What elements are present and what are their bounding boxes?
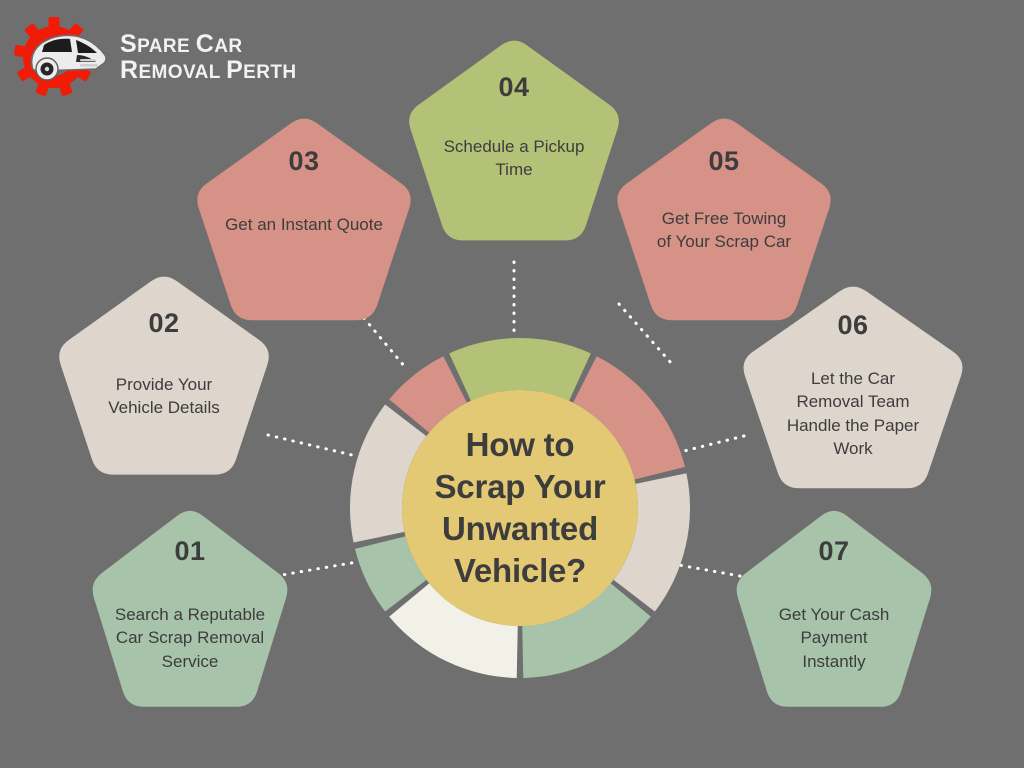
- brand-line-1-rest2: AR: [214, 36, 243, 57]
- pentagon-shape-02: [59, 276, 269, 475]
- step-pentagon-05[interactable]: 05 Get Free Towing of Your Scrap Car: [608, 114, 840, 342]
- pentagon-shape-06: [743, 286, 963, 489]
- brand-line-1-cap: S: [120, 30, 138, 58]
- step-text-05: Get Free Towing of Your Scrap Car: [656, 209, 792, 252]
- connector-dotted-02: [266, 433, 354, 457]
- brand-line-1-rest: PARE: [137, 36, 196, 57]
- pentagon-path-04: [409, 40, 619, 241]
- step-text-01: Search a Reputable Car Scrap Removal Ser…: [114, 605, 266, 671]
- pentagon-shape-04: [409, 40, 619, 241]
- gear-car-logo-icon: [14, 17, 107, 96]
- step-pentagon-04[interactable]: 04 Schedule a Pickup Time: [400, 36, 628, 262]
- step-number-05: 05: [708, 146, 740, 176]
- pentagon-shape-07: [736, 510, 932, 707]
- brand-line-1: SPARE CAR: [120, 31, 296, 57]
- pentagon-path-01: [92, 510, 288, 707]
- center-donut-chart: [348, 336, 692, 680]
- step-pentagon-06[interactable]: 06 Let the Car Removal Team Handle the P…: [734, 282, 972, 510]
- seg-02: [350, 404, 427, 543]
- step-pentagon-07[interactable]: 07 Get Your Cash Payment Instantly: [728, 506, 940, 728]
- brand-line-2: REMOVAL PERTH: [120, 57, 296, 83]
- pentagon-path-03: [197, 118, 411, 321]
- step-number-04: 04: [498, 72, 530, 102]
- step-number-01: 01: [174, 536, 206, 566]
- step-number-06: 06: [837, 310, 869, 340]
- seg-05: [573, 356, 685, 480]
- pentagon-path-07: [736, 510, 932, 707]
- donut-svg: [350, 338, 690, 678]
- step-pentagon-02[interactable]: 02 Provide Your Vehicle Details: [50, 272, 278, 496]
- seg-03: [389, 356, 467, 433]
- step-text-06: Let the Car Removal Team Handle the Pape…: [786, 369, 920, 458]
- pentagon-path-05: [617, 118, 831, 321]
- brand-line-2-rest: EMOVAL: [138, 62, 227, 83]
- step-pentagon-03[interactable]: 03 Get an Instant Quote: [188, 114, 420, 342]
- brand-line-2-rest2: ERTH: [243, 62, 297, 83]
- pentagon-shape-01: [92, 510, 288, 707]
- seg-01: [354, 536, 427, 612]
- brand-line-2-cap: R: [120, 56, 139, 84]
- pentagon-shape-05: [617, 118, 831, 321]
- pentagon-path-02: [59, 276, 269, 475]
- seg-bottom: [389, 583, 518, 678]
- step-number-02: 02: [148, 308, 180, 338]
- brand-line-1-cap2: C: [195, 30, 215, 58]
- step-pentagon-01[interactable]: 01 Search a Reputable Car Scrap Removal …: [84, 506, 296, 728]
- step-text-04: Schedule a Pickup Time: [443, 137, 585, 180]
- center-disc: [402, 390, 638, 626]
- pentagon-shape-03: [197, 118, 411, 321]
- brand-logo: SPARE CAR REMOVAL PERTH: [14, 12, 354, 102]
- seg-07: [522, 583, 651, 678]
- pentagon-path-06: [743, 286, 963, 489]
- brand-line-2-cap2: P: [226, 56, 244, 84]
- seg-06: [613, 473, 690, 612]
- brand-wordmark: SPARE CAR REMOVAL PERTH: [120, 31, 296, 83]
- step-number-07: 07: [818, 536, 850, 566]
- seg-04: [449, 338, 591, 401]
- step-number-03: 03: [288, 146, 320, 176]
- step-text-03: Get an Instant Quote: [225, 215, 383, 234]
- car-silhouette-icon: [30, 34, 107, 81]
- step-text-02: Provide Your Vehicle Details: [108, 375, 220, 418]
- step-text-07: Get Your Cash Payment Instantly: [778, 605, 890, 671]
